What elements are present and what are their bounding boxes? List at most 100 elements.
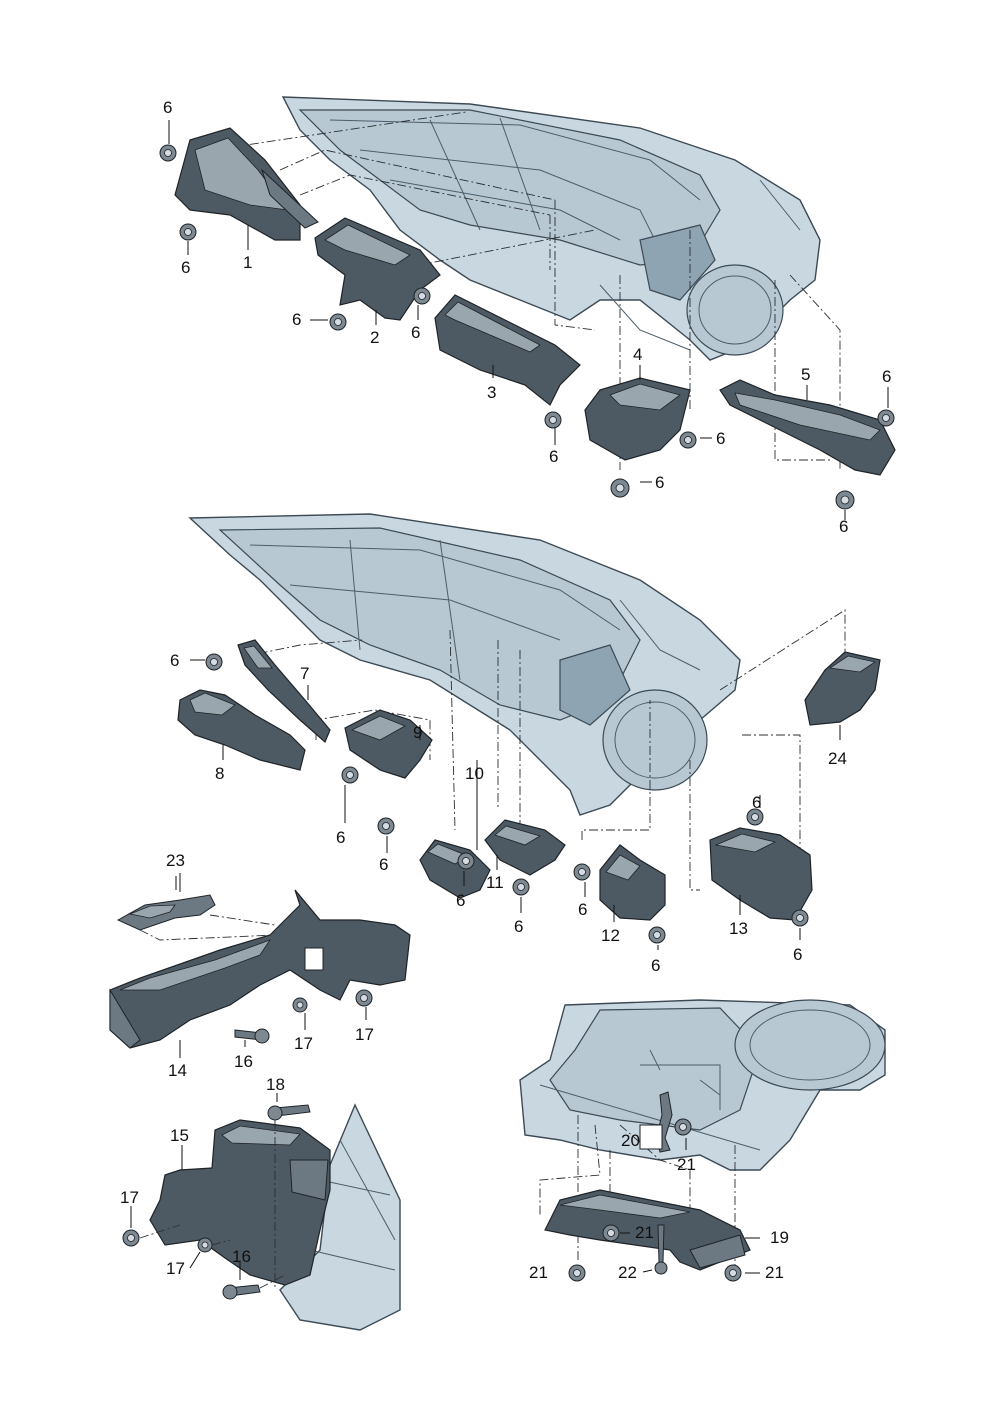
view-4-fasteners (122, 1104, 311, 1300)
view-1-nuts (159, 144, 895, 510)
part-20-clip (639, 1091, 673, 1153)
part-9-shield (344, 709, 433, 779)
label-9: 9 (413, 723, 422, 742)
label-7: 7 (300, 664, 309, 683)
part-3-shield (434, 294, 581, 406)
part-8-shield (177, 689, 306, 771)
label-6: 6 (839, 517, 848, 536)
nut-21-c (568, 1264, 586, 1282)
label-21: 21 (635, 1223, 654, 1242)
view-4-labels: 18 15 17 17 16 (120, 1075, 285, 1278)
nut-17-d (197, 1237, 213, 1253)
nut-6-i (835, 490, 855, 510)
view-4-shield (149, 1119, 331, 1286)
label-21: 21 (677, 1155, 696, 1174)
bolt-16-b (222, 1284, 261, 1300)
nut-17-c (122, 1229, 140, 1247)
nut-6-j (205, 653, 223, 671)
nut-6-o (573, 863, 591, 881)
view-5-fasteners (568, 1118, 742, 1282)
label-24: 24 (828, 749, 847, 768)
nut-6-a (159, 144, 177, 162)
view-3-labels: 14 16 17 17 (168, 1025, 374, 1080)
part-12-shield (599, 844, 666, 921)
label-18: 18 (266, 1075, 285, 1094)
label-10: 10 (465, 764, 484, 783)
label-6: 6 (655, 473, 664, 492)
label-20: 20 (621, 1131, 640, 1150)
label-6: 6 (292, 310, 301, 329)
label-6: 6 (181, 258, 190, 277)
label-21: 21 (765, 1263, 784, 1282)
nut-17-b (355, 989, 373, 1007)
bolt-16 (234, 1028, 270, 1044)
view-5-underbody (519, 999, 886, 1171)
label-6: 6 (336, 828, 345, 847)
label-8: 8 (215, 764, 224, 783)
label-21: 21 (529, 1263, 548, 1282)
screw-22 (654, 1224, 668, 1275)
view-4-dashes (139, 1120, 286, 1290)
label-16: 16 (234, 1052, 253, 1071)
part-1-shield (174, 127, 319, 241)
nut-6-p (648, 926, 666, 944)
label-19: 19 (770, 1228, 789, 1247)
nut-6-g (610, 478, 630, 498)
view-5-labels: 20 21 21 19 21 22 21 (529, 1131, 789, 1282)
label-6: 6 (716, 429, 725, 448)
bolt-18 (267, 1104, 311, 1121)
label-6: 6 (549, 447, 558, 466)
nut-6-f (679, 431, 697, 449)
label-6: 6 (882, 367, 891, 386)
nut-6-l (377, 817, 395, 835)
part-11-shield (484, 819, 566, 876)
nut-6-d (413, 287, 431, 305)
label-5: 5 (801, 365, 810, 384)
label-17: 17 (120, 1188, 139, 1207)
nut-21-b (602, 1224, 620, 1242)
view-2-nuts (205, 653, 809, 944)
view-5-leaders (620, 1138, 760, 1274)
label-3: 3 (487, 383, 496, 402)
part-5-shield (719, 379, 896, 476)
view-2-labels: 6 7 8 9 10 6 6 11 6 6 6 12 6 6 13 6 24 2… (166, 651, 847, 975)
view-1-underbody (281, 96, 821, 361)
label-17: 17 (294, 1034, 313, 1053)
nut-21-d (724, 1264, 742, 1282)
label-6: 6 (411, 323, 420, 342)
nut-6-b (179, 223, 197, 241)
view-1-dashes (232, 111, 841, 470)
view-4-leaders (130, 1093, 278, 1280)
label-17: 17 (166, 1259, 185, 1278)
nut-6-n (512, 878, 530, 896)
label-6: 6 (752, 793, 761, 812)
label-16: 16 (232, 1247, 251, 1266)
view-2-leaders (179, 659, 841, 950)
nut-6-m (457, 852, 475, 870)
view-2-underbody (188, 513, 741, 816)
part-7-bracket (237, 639, 331, 744)
label-14: 14 (168, 1061, 187, 1080)
label-6: 6 (456, 891, 465, 910)
view-3-leaders (175, 876, 367, 1058)
view-3-tunnel (109, 889, 411, 1049)
label-6: 6 (170, 651, 179, 670)
label-12: 12 (601, 926, 620, 945)
label-6: 6 (578, 900, 587, 919)
view-3-fasteners (234, 989, 373, 1044)
part-2-shield (314, 217, 441, 321)
label-6: 6 (379, 855, 388, 874)
part-10-shield (419, 839, 491, 899)
nut-6-e (544, 411, 562, 429)
label-2: 2 (370, 328, 379, 347)
nut-6-q (746, 808, 764, 826)
label-17: 17 (355, 1025, 374, 1044)
nut-17-a (292, 997, 308, 1013)
part-24-shield (804, 651, 881, 726)
part-19-crossmember (544, 1189, 751, 1271)
label-15: 15 (170, 1126, 189, 1145)
label-1: 1 (243, 253, 252, 272)
nut-6-r (791, 909, 809, 927)
view-1-leaders (168, 120, 889, 520)
